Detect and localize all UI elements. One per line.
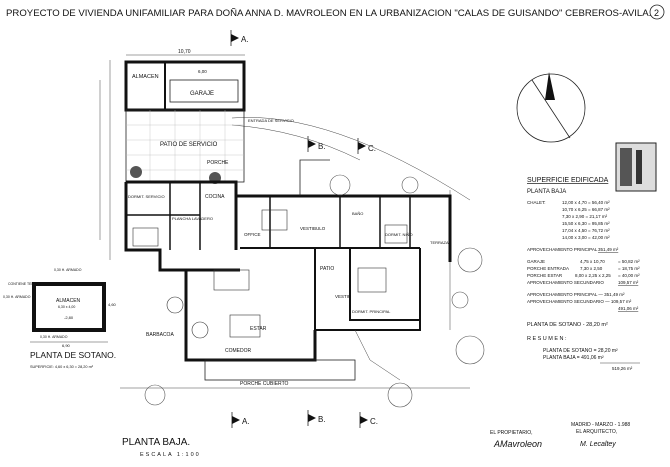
basement-plan: ALMACEN 6,30 x 4,00 -2,80 0,30 H. ARMADO… [3,268,117,369]
svg-text:10,70 x 6,25 = 66,87 m²: 10,70 x 6,25 = 66,87 m² [562,207,610,212]
svg-text:491,06 m²: 491,06 m² [618,306,639,311]
svg-text:0,30 H. ARMADO: 0,30 H. ARMADO [54,268,82,272]
svg-text:SUPERFICIE: 4,60 x 6,30 = 28,2: SUPERFICIE: 4,60 x 6,30 = 28,20 m² [30,365,94,369]
svg-text:= 50,82 m²: = 50,82 m² [618,259,640,264]
svg-text:APROVECHAMIENTO SECUNDARIO: APROVECHAMIENTO SECUNDARIO [527,280,604,285]
svg-text:10,70: 10,70 [178,49,191,55]
room-label-vestir: VESTIR [335,294,352,299]
room-label-dorm-nino: DORMIT. NIÑO [385,232,413,237]
svg-text:-2,80: -2,80 [64,315,74,320]
main-plan-scale: ESCALA 1:100 [140,452,201,458]
room-label-office: OFFICE [244,232,261,237]
svg-text:CHALET:: CHALET: [527,200,546,205]
svg-text:APROVECHAMIENTO PRINCIPAL: APROVECHAMIENTO PRINCIPAL [527,247,598,252]
svg-text:7,30 x 2,90 = 21,17 m²: 7,30 x 2,90 = 21,17 m² [562,214,608,219]
room-label-vestibulo: VESTIBULO [300,226,326,231]
svg-text:MADRID - MARZO - 1.988: MADRID - MARZO - 1.988 [571,422,630,428]
svg-text:ALMACEN: ALMACEN [132,74,159,80]
svg-text:17,04 x 4,50 = 76,72 m²: 17,04 x 4,50 = 76,72 m² [562,228,610,233]
svg-text:14,00 x 3,00 = 42,00 m²: 14,00 x 3,00 = 42,00 m² [562,235,610,240]
svg-text:6,30 x 4,00: 6,30 x 4,00 [58,305,75,309]
svg-text:4,60: 4,60 [108,302,117,307]
svg-text:C.: C. [370,417,378,426]
svg-text:6,00: 6,00 [198,69,207,74]
service-patio: PATIO DE SERVICIO ENTRADA DE SERVICIO [125,109,294,184]
svg-text:APROVECHAMIENTO SECUNDARIO — 1: APROVECHAMIENTO SECUNDARIO — 109,57 m² [527,299,632,304]
house-walls [124,159,452,381]
north-arrow-icon [516,72,586,143]
room-label-comedor: COMEDOR [225,348,252,354]
svg-text:ALMACEN: ALMACEN [56,298,81,304]
svg-text:12,00 x 4,70 = 56,40 m²: 12,00 x 4,70 = 56,40 m² [562,200,610,205]
svg-text:0,30 H. ARMADO: 0,30 H. ARMADO [40,335,68,339]
section-marker-a-bottom: A. [231,412,250,428]
architect-signature: M. Lecaltey [580,441,616,448]
svg-text:A.: A. [241,35,249,44]
svg-text:GARAJE: GARAJE [190,91,214,97]
svg-text:8,00 x 2,25 x 2,25: 8,00 x 2,25 x 2,25 [575,273,611,278]
svg-text:EL PROPIETARIO,: EL PROPIETARIO, [490,430,533,436]
signature-block: EL PROPIETARIO, AMavroleon MADRID - MARZ… [490,422,630,449]
svg-text:PORCHE ENTRADA: PORCHE ENTRADA [527,266,569,271]
svg-text:APROVECHAMIENTO PRINCIPAL — 35: APROVECHAMIENTO PRINCIPAL — 351,49 m² [527,292,625,297]
landscape-trees [144,174,485,408]
svg-text:15,50 x 6,30 = 95,85 m²: 15,50 x 6,30 = 95,85 m² [562,221,610,226]
svg-text:7,30 x 2,50: 7,30 x 2,50 [580,266,603,271]
svg-text:351,49 m²: 351,49 m² [598,247,619,252]
svg-text:B.: B. [318,142,326,151]
svg-text:= 40,00 m²: = 40,00 m² [618,273,640,278]
room-label-porche-cubierto: PORCHE CUBIERTO [240,381,289,387]
room-label-patio: PATIO [320,266,334,272]
svg-text:= 18,75 m²: = 18,75 m² [618,266,640,271]
garage-block: ALMACEN GARAJE 6,00 [124,60,246,112]
svg-text:6,90: 6,90 [62,343,71,348]
drawing-title: PROYECTO DE VIVIENDA UNIFAMILIAR PARA DO… [6,8,651,19]
svg-text:PLANTA DE SOTANO = 28,20 m²: PLANTA DE SOTANO = 28,20 m² [543,348,618,354]
svg-text:CONTIENE TERRAS: CONTIENE TERRAS [8,282,42,286]
registry-stamp [615,142,657,192]
room-label-bano: BAÑO [352,211,363,216]
svg-text:ENTRADA DE SERVICIO: ENTRADA DE SERVICIO [248,118,294,123]
furniture [132,209,408,339]
svg-text:0,30 H. ARMADO: 0,30 H. ARMADO [3,295,31,299]
svg-text:PATIO DE SERVICIO: PATIO DE SERVICIO [160,142,218,148]
sheet-number: 2 [654,8,659,18]
section-marker-c-top: C. [357,138,376,154]
main-plan-title: PLANTA BAJA. [122,437,190,448]
room-label-dorm-servicio: DORMIT. SERVICIO [128,194,165,199]
svg-text:SUPERFICIE EDIFICADA: SUPERFICIE EDIFICADA [527,177,609,184]
svg-text:A.: A. [242,417,250,426]
room-label-porche: PORCHE [207,160,229,166]
svg-text:B.: B. [318,415,326,424]
dimension-lines: 10,70 [99,49,471,389]
room-label-barbacoa: BARBACOA [146,332,174,338]
svg-text:C.: C. [368,144,376,153]
section-marker-a-top: A. [230,30,249,46]
room-label-dorm-principal: DORMIT. PRINCIPAL [352,309,391,314]
room-label-plancha: PLANCHA LAVADERO [172,216,213,221]
svg-text:PLANTA BAJA: PLANTA BAJA [527,189,566,195]
svg-text:EL ARQUITECTO,: EL ARQUITECTO, [576,429,617,435]
svg-text:PLANTA BAJA = 491,06 m²: PLANTA BAJA = 491,06 m² [543,355,604,361]
owner-signature: AMavroleon [493,439,542,449]
svg-text:RESUMEN:: RESUMEN: [527,336,568,342]
svg-text:PORCHE ESTAR: PORCHE ESTAR [527,273,563,278]
area-table: SUPERFICIE EDIFICADA PLANTA BAJA CHALET:… [527,177,640,371]
section-marker-b-bottom: B. [307,410,326,426]
room-label-cocina: COCINA [205,194,225,200]
room-label-estar: ESTAR [250,326,267,332]
svg-text:4,75 x 10,70: 4,75 x 10,70 [580,259,605,264]
section-marker-c-bottom: C. [359,412,378,428]
svg-text:519,26 m²: 519,26 m² [612,366,633,371]
section-marker-b-top: B. [307,136,326,152]
svg-text:109,57 m²: 109,57 m² [618,280,639,285]
room-labels: PORCHE COCINA DORMIT. SERVICIO PLANCHA L… [128,160,449,387]
svg-text:PLANTA DE SOTANO - 28,20 m²: PLANTA DE SOTANO - 28,20 m² [527,322,608,328]
svg-text:GARAJE: GARAJE [527,259,545,264]
sheet-number-circle [649,4,665,20]
basement-title: PLANTA DE SOTANO. [30,350,116,360]
room-label-terraza: TERRAZA [430,240,449,245]
